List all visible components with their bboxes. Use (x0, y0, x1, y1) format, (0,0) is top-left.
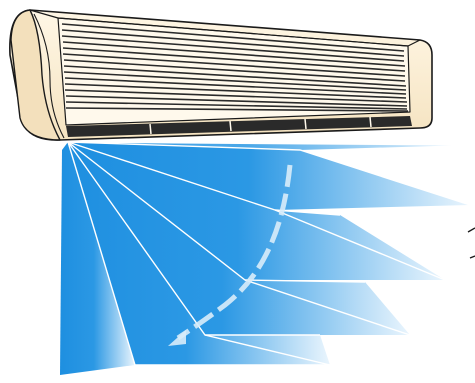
airflow-icon (60, 142, 470, 375)
wall-mark (468, 228, 475, 258)
